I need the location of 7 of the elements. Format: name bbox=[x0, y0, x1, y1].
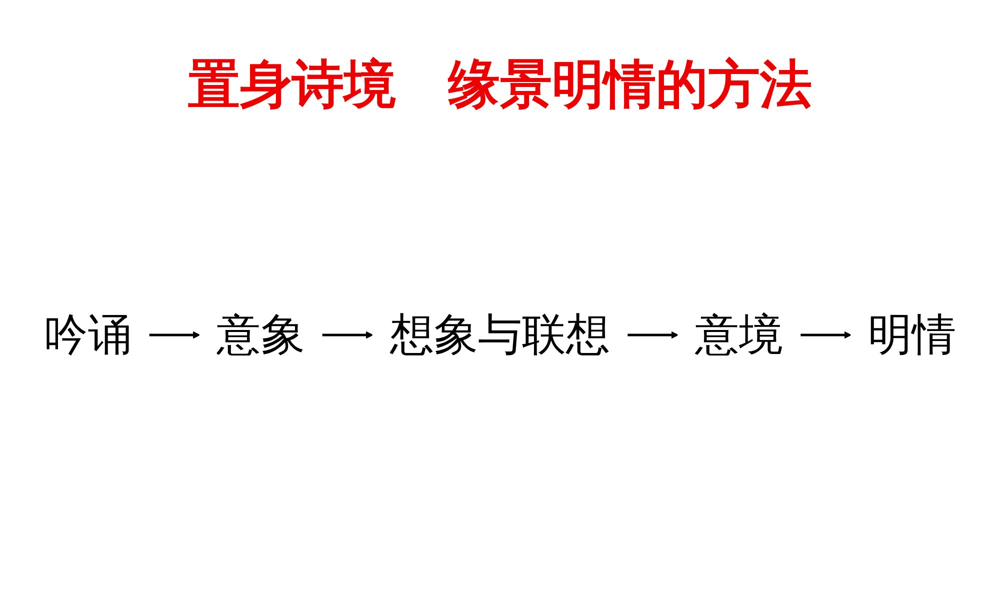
arrow bbox=[800, 331, 852, 339]
node-text: 吟诵 bbox=[44, 310, 132, 360]
arrow bbox=[322, 331, 374, 339]
title: 置身诗境 缘景明情的方法 bbox=[187, 54, 813, 117]
arrow bbox=[627, 331, 678, 339]
node-text: 明情 bbox=[868, 310, 956, 360]
arrow bbox=[148, 331, 200, 339]
